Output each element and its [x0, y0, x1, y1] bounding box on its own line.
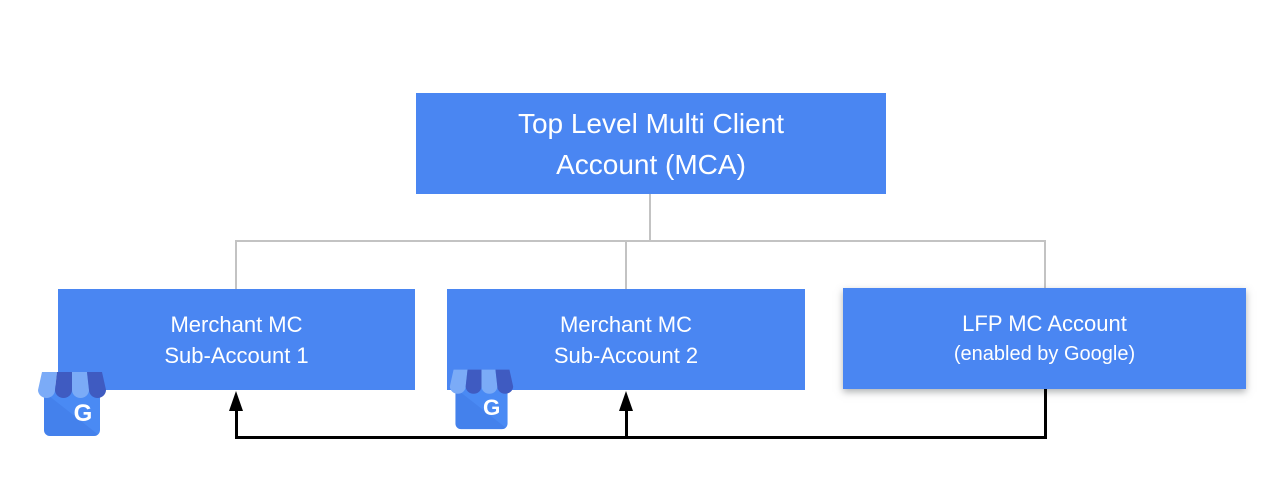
google-g-letter: G: [74, 400, 93, 427]
merchant-2-label-line2: Sub-Account 2: [553, 342, 699, 368]
awning-stripe-2: [55, 372, 72, 398]
arrow-stem-from-lfp: [1044, 389, 1047, 439]
arrow-stem-to-merchant2: [625, 408, 628, 439]
awning-stripe-4: [495, 369, 514, 394]
storefront-body-shade: [44, 392, 100, 436]
awning-stripe-3: [481, 369, 498, 394]
connector-horizontal: [235, 240, 1046, 242]
arrow-head-up-merchant2-icon: [619, 391, 633, 411]
mca-root-label-line1: Top Level Multi Client: [517, 107, 785, 139]
connector-root-stem: [649, 194, 651, 241]
connector-drop-child3: [1044, 240, 1046, 288]
arrow-stem-to-merchant1: [235, 408, 238, 439]
connector-drop-child2: [625, 240, 627, 289]
lfp-label-line1: LFP MC Account: [962, 310, 1127, 336]
merchant-1-label-line1: Merchant MC: [170, 311, 303, 337]
google-g-letter: G: [483, 395, 500, 420]
arrow-head-up-merchant1-icon: [229, 391, 243, 411]
awning-stripe-3: [72, 372, 89, 398]
lfp-mc-account-box: LFP MC Account (enabled by Google): [843, 288, 1246, 389]
storefront-body: [44, 386, 100, 436]
awning-stripe-4: [87, 372, 106, 398]
merchant-2-label-line1: Merchant MC: [559, 311, 693, 337]
arrow-horizontal: [235, 436, 1047, 439]
awning-stripe-1: [449, 369, 468, 394]
google-business-profile-icon: G: [449, 369, 514, 430]
mca-root-label-line2: Account (MCA): [556, 148, 746, 180]
awning-stripe-1: [38, 372, 57, 398]
merchant-sub-account-1-box: Merchant MC Sub-Account 1: [58, 289, 415, 390]
lfp-label-line2: (enabled by Google): [953, 342, 1136, 365]
google-business-profile-icon: G: [38, 372, 106, 436]
mca-root-box: Top Level Multi Client Account (MCA): [416, 93, 886, 194]
awning-stripe-2: [465, 369, 482, 394]
merchant-1-label-line2: Sub-Account 1: [164, 342, 309, 368]
connector-drop-child1: [235, 240, 237, 289]
storefront-body: [455, 382, 508, 430]
